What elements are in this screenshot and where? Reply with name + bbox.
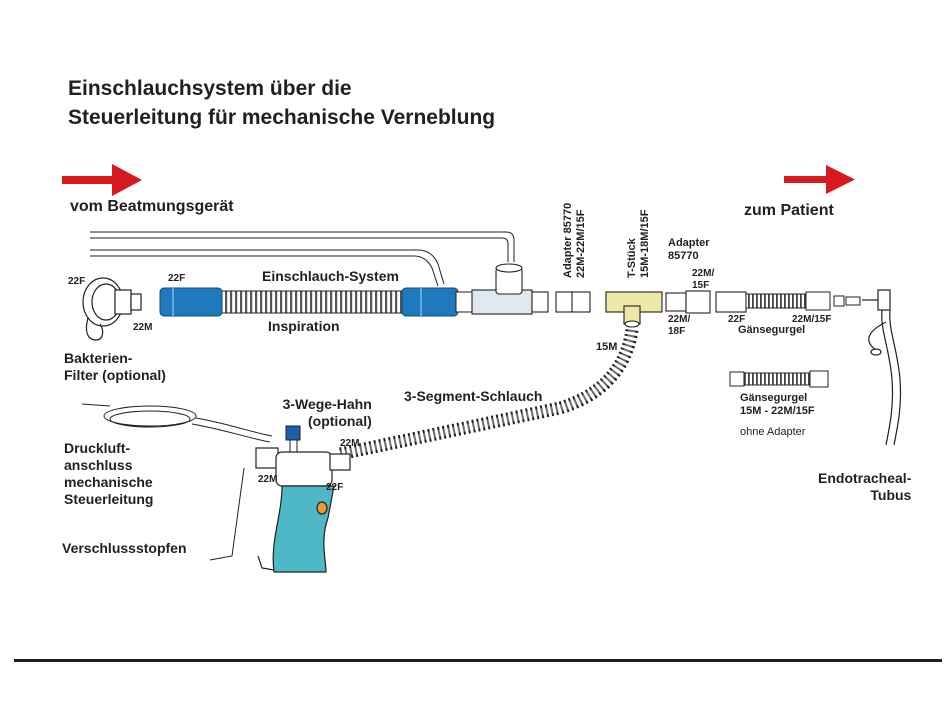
filter-22f-label: 22F [68, 276, 86, 287]
air-line-icon [81, 403, 273, 561]
goose-alt-line: Gänsegurgel [740, 392, 808, 404]
t-piece-icon [605, 291, 663, 328]
air-label-line: Druckluft- [64, 440, 131, 456]
adapter2-bottom-line: 18F [668, 326, 686, 337]
adapter1-label-line: 22M-22M/15F [575, 209, 587, 278]
adapter2-label: Adapter 85770 [668, 237, 710, 263]
air-label-line: mechanische [64, 474, 153, 490]
valve-label-line: (optional) [308, 413, 372, 429]
from-ventilator-label: vom Beatmungsgerät [70, 198, 234, 215]
adapter1-label-line: Adapter 85770 [562, 202, 574, 278]
goose-alt-label: Gänsegurgel 15M - 22M/15F [740, 392, 815, 418]
goose-22f-label: 22F [728, 314, 746, 325]
tube-label-line: Tubus [870, 487, 912, 503]
tube-label: Endotracheal- Tubus [818, 470, 911, 504]
three-way-valve-icon [285, 425, 301, 455]
hose-22f-label: 22F [168, 273, 186, 284]
goose-label: Gänsegurgel [738, 324, 806, 336]
arrow-right-icon [62, 164, 142, 196]
adapter2-label-line: 85770 [668, 250, 699, 262]
page-title: Einschlauchsystem über die Steuerleitung… [68, 74, 495, 132]
filter-22m-label: 22M [133, 322, 153, 333]
filter-label-line: Bakterien- [64, 350, 133, 366]
goose-alt-line: 15M - 22M/15F [740, 405, 815, 417]
endotracheal-tube-icon [862, 289, 902, 446]
adapter-icon [665, 290, 747, 314]
goose-22m15f-label: 22M/15F [792, 314, 832, 325]
air-label-line: Steuerleitung [64, 491, 154, 507]
hose-label: Einschlauch-System [262, 268, 399, 284]
tube-label-line: Endotracheal- [818, 470, 912, 486]
arrow-right-icon [784, 165, 855, 194]
nebulizer-icon [255, 447, 351, 573]
filter-label: Bakterien- Filter (optional) [64, 350, 166, 384]
adapter2-top-line: 15F [692, 280, 710, 291]
corrugated-hose-icon [745, 291, 861, 311]
to-patient-label: zum Patient [744, 202, 834, 219]
segment-22m-label: 22M [340, 438, 360, 449]
adapter2-bottom-label: 22M/ 18F [668, 314, 690, 338]
title-line: Einschlauchsystem über die [68, 77, 352, 100]
control-line [90, 231, 515, 287]
corrugated-hose-icon [159, 287, 473, 317]
adapter-icon [471, 263, 549, 315]
stopper-label: Verschlussstopfen [62, 540, 187, 556]
t-15m-label: 15M [596, 341, 618, 353]
tpiece-label-line: T-Stück [626, 238, 638, 278]
corrugated-hose-icon [338, 328, 639, 461]
air-connection-label: Druckluft- anschluss mechanische Steuerl… [64, 440, 153, 508]
adapter-icon [555, 291, 591, 313]
valve-label-line: 3-Wege-Hahn [282, 396, 372, 412]
adapter2-top-label: 22M/ 15F [692, 268, 714, 292]
adapter2-bottom-line: 22M/ [668, 314, 691, 325]
neb-22m-label: 22M [258, 474, 278, 485]
adapter2-label-line: Adapter [668, 237, 710, 249]
adapter1-label: Adapter 85770 22M-22M/15F [562, 203, 588, 278]
segment-hose-label: 3-Segment-Schlauch [404, 388, 543, 404]
air-label-line: anschluss [64, 457, 133, 473]
bottom-divider [14, 659, 942, 662]
valve-label: 3-Wege-Hahn (optional) [282, 396, 372, 430]
tpiece-label: T-Stück 15M-18M/15F [626, 210, 652, 278]
tpiece-label-line: 15M-18M/15F [639, 209, 651, 278]
filter-label-line: Filter (optional) [64, 367, 166, 383]
goose-alt-note: ohne Adapter [740, 426, 806, 438]
inspiration-label: Inspiration [268, 318, 340, 334]
adapter2-top-line: 22M/ [692, 268, 715, 279]
title-line: Steuerleitung für mechanische Verneblung [68, 106, 496, 129]
bacteria-filter-icon [82, 277, 142, 341]
neb-22f-label: 22F [326, 482, 344, 493]
corrugated-hose-icon [729, 370, 829, 388]
